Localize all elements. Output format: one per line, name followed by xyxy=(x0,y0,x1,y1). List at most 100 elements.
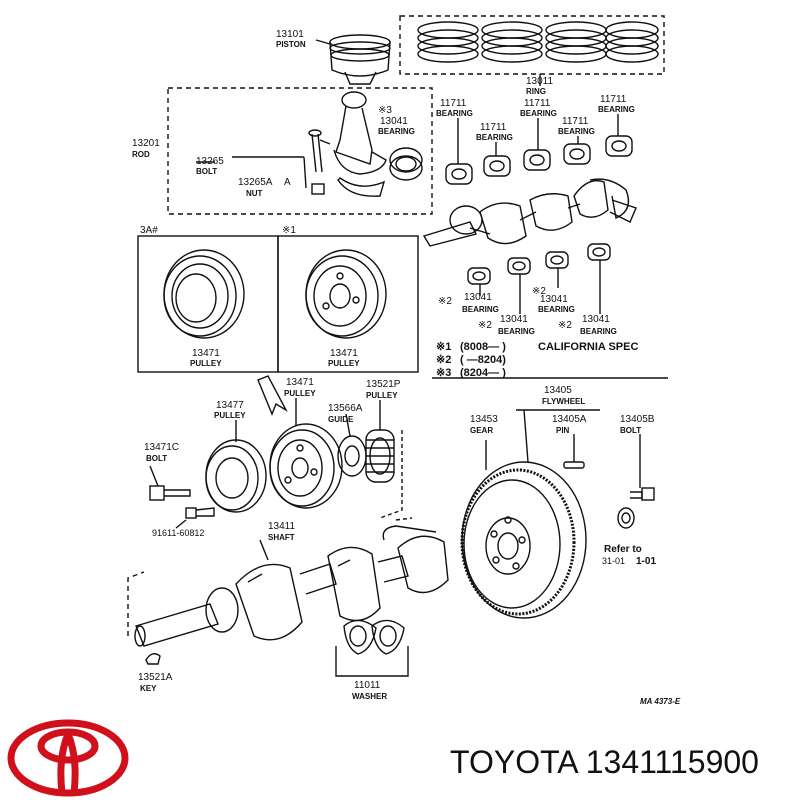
pin-name: PIN xyxy=(556,426,570,435)
pulley-13521p-name: PULLEY xyxy=(366,391,398,400)
lower-bearing-3-number: 13041 xyxy=(540,294,568,305)
ring-set-drawing xyxy=(417,21,659,63)
washer-drawing xyxy=(343,619,405,655)
main-bearing-3-number: 11711 xyxy=(524,98,551,109)
lower-bearing-3-mark: ※2 xyxy=(532,286,546,297)
gear-name: GEAR xyxy=(470,426,493,435)
rod-bearing-number: 13041 xyxy=(380,116,408,127)
lower-bearing-2-name: BEARING xyxy=(498,327,535,336)
pin-number: 13405A xyxy=(552,414,587,425)
rod-nut-name: NUT xyxy=(246,189,263,198)
main-bearing-2-name: BEARING xyxy=(476,133,513,142)
guide-number: 13566A xyxy=(328,403,363,414)
refer-line2a: 31-01 xyxy=(602,556,625,566)
rod-drawing xyxy=(308,91,387,197)
rod-bearing-drawing xyxy=(389,147,423,181)
bolt-91611-number: 91611-60812 xyxy=(152,528,204,538)
crankshaft-bottom-drawing xyxy=(134,525,449,647)
pulley-3a-drawing xyxy=(163,249,245,339)
main-bearing-5-name: BEARING xyxy=(598,105,635,114)
lower-bearing-3-name: BEARING xyxy=(538,305,575,314)
note-3-mark: ※3 xyxy=(436,367,451,379)
lower-bearing-4-name: BEARING xyxy=(580,327,617,336)
lower-bearing-1-name: BEARING xyxy=(462,305,499,314)
lower-bearing-2-number: 13041 xyxy=(500,314,528,325)
toyota-logo-icon xyxy=(7,719,129,797)
pulley-m1-drawing xyxy=(305,249,387,339)
flywheel-number: 13405 xyxy=(544,385,572,396)
shaft-number: 13411 xyxy=(268,521,296,532)
main-bearing-3-name: BEARING xyxy=(520,109,557,118)
pulley-m1-header: ※1 xyxy=(282,225,296,236)
pulley-3a-number: 13471 xyxy=(192,348,220,359)
bolt-13471c-drawing xyxy=(149,485,191,501)
note-1-text: (8008— ) xyxy=(460,341,506,353)
refer-line1: Refer to xyxy=(604,544,642,555)
rod-number: 13201 xyxy=(132,138,160,149)
lower-bearing-1-number: 13041 xyxy=(464,292,492,303)
main-bearing-1-name: BEARING xyxy=(436,109,473,118)
note-2-mark: ※2 xyxy=(436,354,451,366)
main-bearing-4-name: BEARING xyxy=(558,127,595,136)
pulley-3a-name: PULLEY xyxy=(190,359,222,368)
rod-bolt-number: 13265 xyxy=(196,156,224,167)
pulley-3a-header: 3A# xyxy=(140,225,158,236)
washer-number: 11011 xyxy=(354,680,381,691)
rod-name: ROD xyxy=(132,150,150,159)
piston-drawing xyxy=(329,34,391,85)
ring-name: RING xyxy=(526,87,546,96)
diagram-code: MA 4373-E xyxy=(640,697,681,706)
lower-bearings-drawing xyxy=(467,243,611,285)
guide-name: GUIDE xyxy=(328,415,354,424)
bolt-13471c-number: 13471C xyxy=(144,442,179,453)
rod-bearing-mark: ※3 xyxy=(378,105,392,116)
shaft-name: SHAFT xyxy=(268,533,295,542)
crankshaft-top-drawing xyxy=(422,178,637,247)
pulley-m1-number: 13471 xyxy=(330,348,358,359)
bolt-91611-drawing xyxy=(185,507,215,519)
pin-drawing xyxy=(563,461,585,469)
key-number: 13521A xyxy=(138,672,173,683)
rod-bearing-name: BEARING xyxy=(378,127,415,136)
flywheel-bolt-drawing xyxy=(617,487,655,529)
note-1-tail: CALIFORNIA SPEC xyxy=(538,341,638,353)
pulley-13477-name: PULLEY xyxy=(214,411,246,420)
ring-number: 13011 xyxy=(526,76,554,87)
lower-bearing-2-mark: ※2 xyxy=(478,320,492,331)
main-bearing-4-number: 11711 xyxy=(562,116,589,127)
brand-title: TOYOTA 1341115900 xyxy=(450,744,759,780)
key-drawing xyxy=(145,653,161,665)
lower-bearing-4-number: 13041 xyxy=(582,314,610,325)
refer-line2b: 1-01 xyxy=(636,556,656,567)
washer-name: WASHER xyxy=(352,692,387,701)
main-bearing-5-number: 11711 xyxy=(600,94,627,105)
main-bearing-1-number: 11711 xyxy=(440,98,467,109)
fly-bolt-name: BOLT xyxy=(620,426,641,435)
timing-pulley-drawing xyxy=(365,429,395,483)
rod-nut-mark: A xyxy=(284,177,291,188)
flywheel-drawing xyxy=(460,461,587,619)
rod-bolt-name: BOLT xyxy=(196,167,217,176)
piston-name: PISTON xyxy=(276,40,306,49)
main-bearing-2-number: 11711 xyxy=(480,122,507,133)
pulley-13471-name: PULLEY xyxy=(284,389,316,398)
pulley-13477-number: 13477 xyxy=(216,400,244,411)
gear-number: 13453 xyxy=(470,414,498,425)
lower-bearing-4-mark: ※2 xyxy=(558,320,572,331)
guide-drawing xyxy=(337,435,367,477)
lower-bearing-1-mark: ※2 xyxy=(438,296,452,307)
piston-number: 13101 xyxy=(276,29,304,40)
pulley-m1-name: PULLEY xyxy=(328,359,360,368)
pulley-13471-drawing xyxy=(269,423,343,509)
key-name: KEY xyxy=(140,684,157,693)
pulley-13521p-number: 13521P xyxy=(366,379,401,390)
main-bearings-drawing xyxy=(445,135,633,185)
flywheel-name: FLYWHEEL xyxy=(542,397,585,406)
pulley-13477-drawing xyxy=(205,439,267,513)
note-1-mark: ※1 xyxy=(436,341,451,353)
rod-nut-number: 13265A xyxy=(238,177,273,188)
fly-bolt-number: 13405B xyxy=(620,414,655,425)
pulley-13471-number: 13471 xyxy=(286,377,314,388)
bolt-13471c-name: BOLT xyxy=(146,454,167,463)
